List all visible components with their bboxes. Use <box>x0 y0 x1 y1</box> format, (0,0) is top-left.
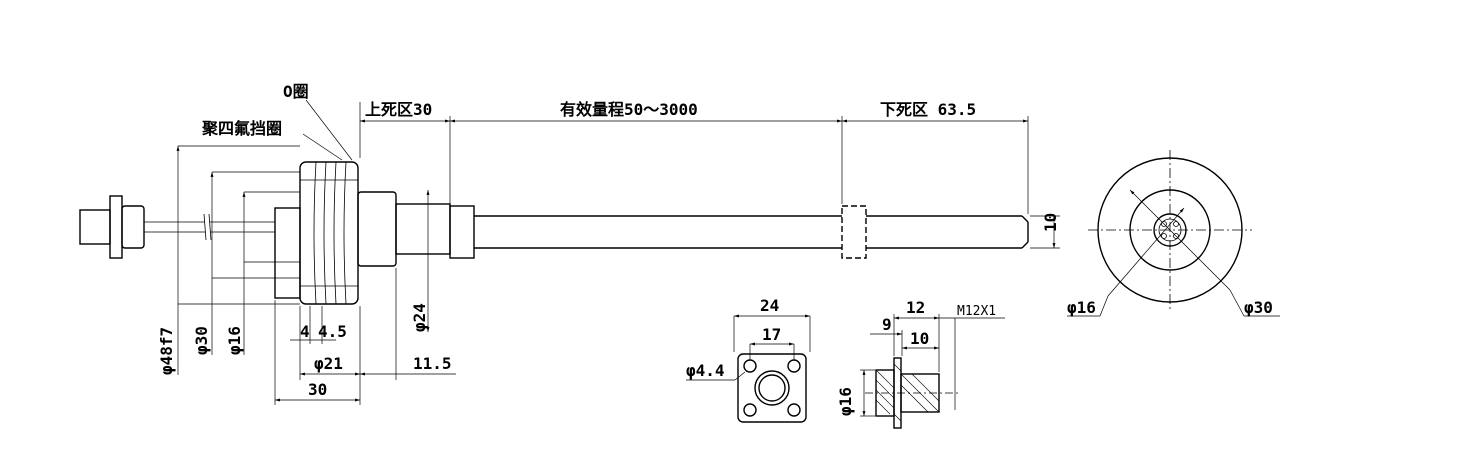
conn-10-label: 10 <box>910 329 929 348</box>
rod-diameter-dim <box>1030 215 1060 249</box>
dia-24-label: φ24 <box>410 303 429 332</box>
lower-dead-zone-label: 下死区 63.5 <box>880 100 976 119</box>
upper-dead-zone-label: 上死区30 <box>365 100 432 119</box>
dia-16-main-label: φ16 <box>225 326 244 355</box>
top-dimensions <box>359 102 1029 214</box>
end-dia-30-label: φ30 <box>1244 298 1273 317</box>
dia-30-main-label: φ30 <box>192 326 211 355</box>
end-view <box>1067 150 1280 317</box>
dia-21-label: φ21 <box>314 354 343 373</box>
flange-hole-label: φ4.4 <box>686 361 725 380</box>
connector-plug <box>79 195 275 259</box>
square-flange-view <box>686 314 811 423</box>
dia-48f7-label: φ48f7 <box>157 327 176 375</box>
left-diameter-dims <box>176 145 300 375</box>
dim-4-5-label: 4.5 <box>318 322 347 341</box>
measuring-rod <box>449 205 1029 259</box>
flange-17-label: 17 <box>762 325 781 344</box>
connector-section-view <box>860 314 1005 429</box>
effective-range-label: 有效量程50～3000 <box>560 100 698 119</box>
dim-4-label: 4 <box>300 322 310 341</box>
dim-11-5-label: 11.5 <box>413 354 452 373</box>
conn-thread-label: M12X1 <box>957 304 996 319</box>
sensor-body <box>274 161 451 305</box>
ptfe-ring-label: 聚四氟挡圈 <box>201 119 282 138</box>
o-ring-label: O圈 <box>283 82 309 101</box>
dim-30-base-label: 30 <box>308 380 327 399</box>
sensor-side-view: O圈 聚四氟挡圈 上死区30 有效量程50～3000 下死区 63.5 10 <box>79 82 1060 405</box>
conn-9-label: 9 <box>882 315 892 334</box>
end-dia-16-label: φ16 <box>1067 298 1096 317</box>
conn-12-label: 12 <box>906 298 925 317</box>
rod-diameter-label: 10 <box>1041 213 1060 232</box>
flange-24-label: 24 <box>760 296 779 315</box>
part-leaders <box>302 99 353 161</box>
bottom-dimensions <box>274 190 456 405</box>
conn-dia-16-label: φ16 <box>836 387 855 416</box>
